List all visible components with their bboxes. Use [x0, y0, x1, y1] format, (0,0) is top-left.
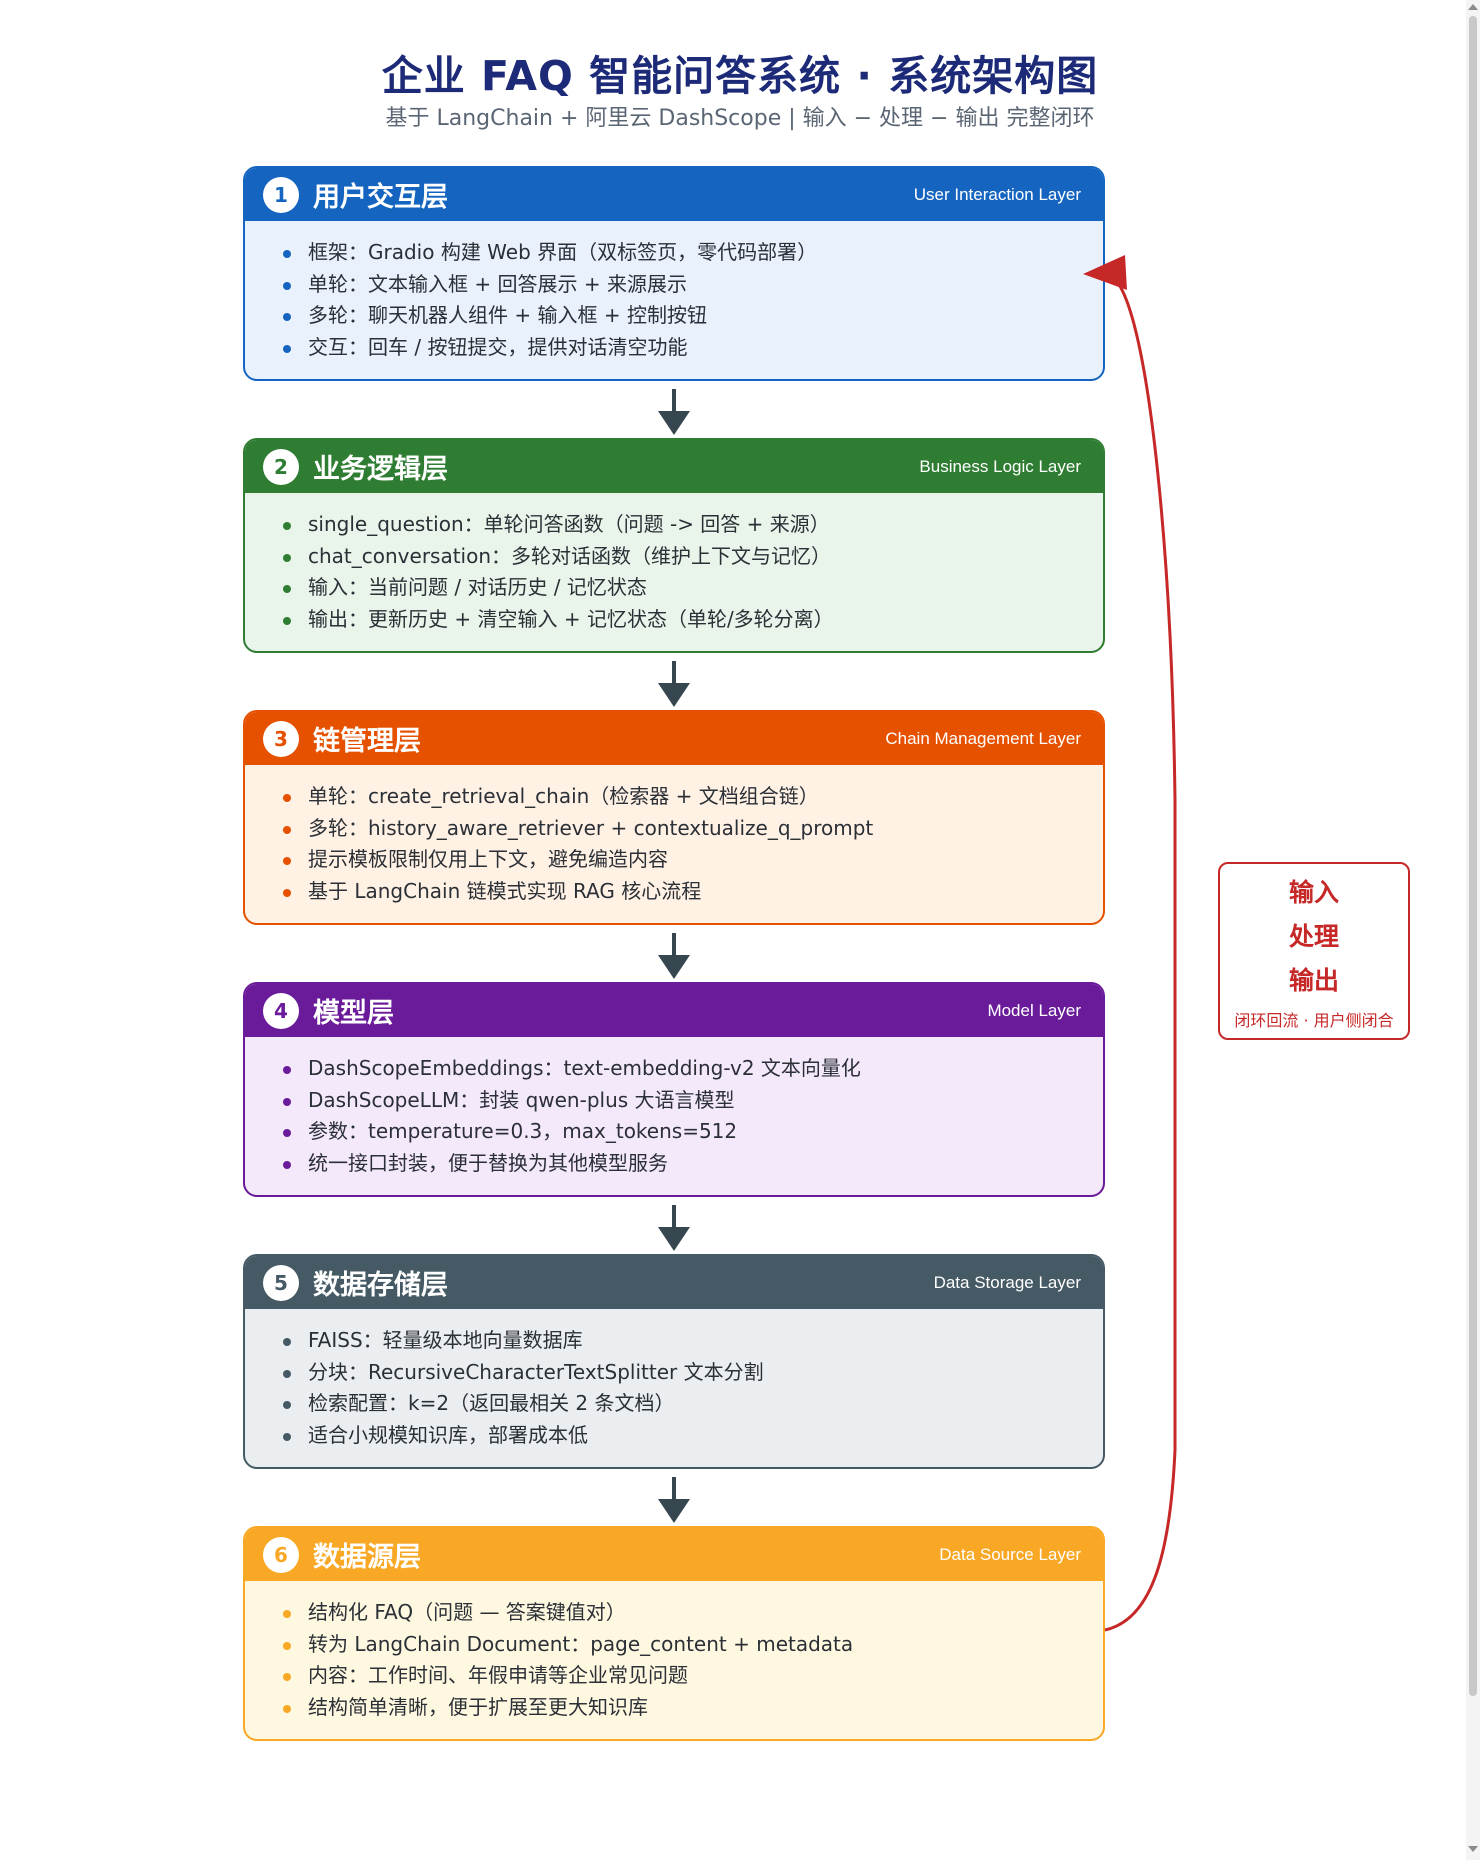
layer-item: 输入：当前问题 / 对话历史 / 记忆状态	[283, 572, 1103, 604]
layer-item-list: single_question：单轮问答函数（问题 -> 回答 + 来源）cha…	[245, 493, 1103, 635]
flow-arrowhead-icon	[658, 1499, 690, 1523]
layer-item: 单轮：文本输入框 + 回答展示 + 来源展示	[283, 269, 1103, 301]
layer-item: 交互：回车 / 按钮提交，提供对话清空功能	[283, 332, 1103, 364]
layer-item: 基于 LangChain 链模式实现 RAG 核心流程	[283, 876, 1103, 908]
layer-item: FAISS：轻量级本地向量数据库	[283, 1325, 1103, 1357]
layer-item-list: 框架：Gradio 构建 Web 界面（双标签页，零代码部署）单轮：文本输入框 …	[245, 221, 1103, 363]
loop-word-process: 处理	[1288, 922, 1339, 951]
layer-item: 内容：工作时间、年假申请等企业常见问题	[283, 1660, 1103, 1692]
layer-number-badge: 3	[263, 720, 299, 757]
layer-english-name: Chain Management Layer	[885, 728, 1081, 748]
layer-english-name: Business Logic Layer	[919, 456, 1081, 476]
layer-item-list: FAISS：轻量级本地向量数据库分块：RecursiveCharacterTex…	[245, 1309, 1103, 1451]
layer-item: 单轮：create_retrieval_chain（检索器 + 文档组合链）	[283, 781, 1103, 813]
layer-item: 提示模板限制仅用上下文，避免编造内容	[283, 844, 1103, 876]
layer-header: 2 业务逻辑层 Business Logic Layer	[245, 440, 1103, 493]
layer-item: 检索配置：k=2（返回最相关 2 条文档）	[283, 1388, 1103, 1420]
layer-item: DashScopeLLM：封装 qwen-plus 大语言模型	[283, 1085, 1103, 1117]
layer-number-badge: 1	[263, 176, 299, 213]
layer-card-2: 2 业务逻辑层 Business Logic Layer single_questio…	[243, 438, 1105, 653]
loop-word-output: 输出	[1288, 966, 1339, 995]
scrollbar[interactable]	[1466, 0, 1480, 1860]
layer-item-list: 结构化 FAQ（问题 — 答案键值对）转为 LangChain Document…	[245, 1581, 1103, 1723]
layer-item-list: 单轮：create_retrieval_chain（检索器 + 文档组合链）多轮…	[245, 765, 1103, 907]
layer-item: DashScopeEmbeddings：text-embedding-v2 文本…	[283, 1053, 1103, 1085]
layer-title: 业务逻辑层	[313, 454, 448, 485]
layer-header: 6 数据源层 Data Source Layer	[245, 1528, 1103, 1581]
layer-title: 模型层	[313, 998, 394, 1029]
layer-item: 结构简单清晰，便于扩展至更大知识库	[283, 1692, 1103, 1724]
layer-title: 数据源层	[313, 1542, 421, 1573]
layer-item: single_question：单轮问答函数（问题 -> 回答 + 来源）	[283, 509, 1103, 541]
layer-card-6: 6 数据源层 Data Source Layer 结构化 FAQ（问题 — 答案键值对…	[243, 1526, 1105, 1741]
flow-arrowhead-icon	[658, 411, 690, 435]
flow-arrowhead-icon	[658, 683, 690, 707]
layer-title: 用户交互层	[313, 182, 448, 213]
layer-english-name: Model Layer	[987, 1000, 1081, 1020]
loop-note: 闭环回流 · 用户侧闭合	[1234, 1011, 1394, 1030]
layer-card-3: 3 链管理层 Chain Management Layer 单轮：create_ret…	[243, 710, 1105, 925]
layer-number-badge: 5	[263, 1264, 299, 1301]
layer-item: 多轮：聊天机器人组件 + 输入框 + 控制按钮	[283, 300, 1103, 332]
layer-number-badge: 2	[263, 448, 299, 485]
feedback-loop-line	[1104, 282, 1177, 1632]
flow-arrowhead-icon	[658, 955, 690, 979]
layer-header: 1 用户交互层 User Interaction Layer	[245, 168, 1103, 221]
layer-english-name: Data Storage Layer	[933, 1272, 1081, 1292]
layer-item: 统一接口封装，便于替换为其他模型服务	[283, 1148, 1103, 1180]
layer-item: 多轮：history_aware_retriever + contextuali…	[283, 813, 1103, 845]
layer-header: 3 链管理层 Chain Management Layer	[245, 712, 1103, 765]
scroll-up-arrow-icon[interactable]	[1468, 4, 1478, 10]
layer-item: 输出：更新历史 + 清空输入 + 记忆状态（单轮/多轮分离）	[283, 604, 1103, 636]
scroll-thumb[interactable]	[1469, 16, 1477, 1696]
layer-header: 5 数据存储层 Data Storage Layer	[245, 1256, 1103, 1309]
layer-item: 框架：Gradio 构建 Web 界面（双标签页，零代码部署）	[283, 237, 1103, 269]
layer-title: 数据存储层	[313, 1270, 448, 1301]
loop-word-input: 输入	[1288, 878, 1339, 907]
layer-item: chat_conversation：多轮对话函数（维护上下文与记忆）	[283, 541, 1103, 573]
layer-english-name: Data Source Layer	[939, 1544, 1081, 1564]
layer-item: 转为 LangChain Document：page_content + met…	[283, 1629, 1103, 1661]
scroll-down-arrow-icon[interactable]	[1468, 1846, 1478, 1852]
diagram-subtitle: 基于 LangChain + 阿里云 DashScope | 输入 − 处理 −…	[385, 106, 1095, 131]
layer-number-badge: 6	[263, 1536, 299, 1573]
layer-header: 4 模型层 Model Layer	[245, 984, 1103, 1037]
layer-english-name: User Interaction Layer	[913, 184, 1081, 204]
layer-item: 适合小规模知识库，部署成本低	[283, 1420, 1103, 1452]
layer-item: 分块：RecursiveCharacterTextSplitter 文本分割	[283, 1357, 1103, 1389]
feedback-loop-arrowhead	[1083, 255, 1127, 290]
layer-title: 链管理层	[313, 726, 421, 757]
flow-arrowhead-icon	[658, 1227, 690, 1251]
diagram-title: 企业 FAQ 智能问答系统 · 系统架构图	[381, 52, 1099, 100]
loop-label-box: 输入 处理 输出 闭环回流 · 用户侧闭合	[1218, 862, 1410, 1040]
layer-card-1: 1 用户交互层 User Interaction Layer 框架：Gradio 构建…	[243, 166, 1105, 381]
layer-number-badge: 4	[263, 992, 299, 1029]
layer-item: 参数：temperature=0.3，max_tokens=512	[283, 1116, 1103, 1148]
layer-item: 结构化 FAQ（问题 — 答案键值对）	[283, 1597, 1103, 1629]
layer-item-list: DashScopeEmbeddings：text-embedding-v2 文本…	[245, 1037, 1103, 1179]
flow-arrows	[658, 389, 690, 1523]
